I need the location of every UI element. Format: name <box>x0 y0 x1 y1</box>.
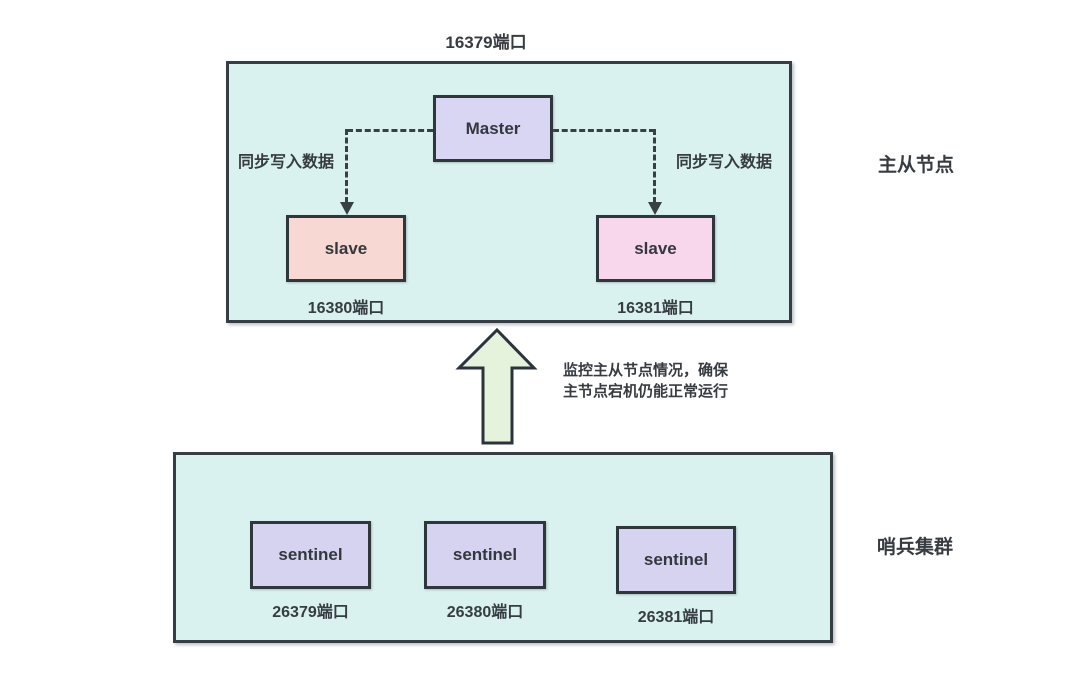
sentinel-group-box: sentinel sentinel sentinel 26379端口 26380… <box>173 452 833 643</box>
sentinel-side-label: 哨兵集群 <box>877 537 954 558</box>
master-slave-group-box: Master slave slave 同步写入数据 同步写入数据 16380端口… <box>226 61 792 323</box>
sentinel-node-2: sentinel <box>424 521 546 589</box>
sentinel-node-1-label: sentinel <box>278 545 343 564</box>
slave-node-right: slave <box>596 215 715 282</box>
sentinel-2-port-label: 26380端口 <box>446 604 524 621</box>
sync-write-label-right: 同步写入数据 <box>676 154 773 171</box>
sync-connector-right-horizontal <box>553 129 655 132</box>
slave-left-port-label: 16380端口 <box>307 300 385 317</box>
sync-arrowhead-left <box>340 202 354 215</box>
slave-node-left: slave <box>286 215 406 282</box>
sentinel-node-3-label: sentinel <box>643 550 709 569</box>
master-node: Master <box>433 95 553 162</box>
sentinel-node-3: sentinel <box>616 526 736 594</box>
sentinel-3-port-label: 26381端口 <box>637 609 715 626</box>
monitor-note-line2: 主节点宕机仍能正常运行 <box>563 383 729 400</box>
monitor-note-line1: 监控主从节点情况，确保 <box>563 362 729 379</box>
sentinel-node-1: sentinel <box>250 521 371 589</box>
sentinel-node-2-label: sentinel <box>452 545 518 564</box>
master-port-title: 16379端口 <box>445 33 527 52</box>
slave-right-port-label: 16381端口 <box>617 300 694 317</box>
slave-node-left-label: slave <box>324 238 368 258</box>
master-slave-side-label: 主从节点 <box>878 155 955 176</box>
sync-connector-left-vertical <box>345 129 348 203</box>
master-node-label: Master <box>465 118 521 138</box>
monitor-up-arrow <box>455 327 538 445</box>
slave-node-right-label: slave <box>634 238 677 258</box>
monitor-note: 监控主从节点情况，确保 主节点宕机仍能正常运行 <box>563 360 728 402</box>
sync-arrowhead-right <box>648 202 662 215</box>
sync-connector-right-vertical <box>653 129 656 203</box>
sync-connector-left-horizontal <box>347 129 433 132</box>
sentinel-1-port-label: 26379端口 <box>272 604 349 621</box>
sync-write-label-left: 同步写入数据 <box>238 154 335 171</box>
